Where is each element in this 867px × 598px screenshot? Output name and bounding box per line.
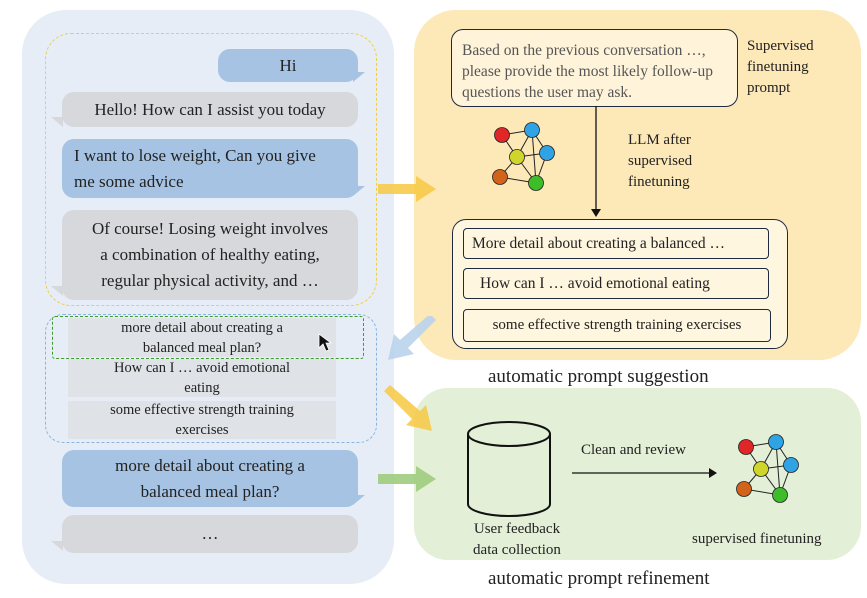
suggestion-line: How can I … avoid emotional [114, 360, 290, 376]
selected-suggestion-highlight [52, 316, 364, 359]
arrow-context-to-suggestion-icon [378, 176, 436, 202]
mouse-cursor-icon [318, 333, 333, 352]
down-arrow-icon [591, 106, 601, 217]
refinement-panel [414, 388, 861, 560]
database-label-line: User feedback [473, 521, 561, 537]
generated-question-item: How can I … avoid emotional eating [463, 268, 769, 299]
llm-label: LLM after supervised finetuning [628, 130, 748, 193]
right-arrow-icon [572, 468, 717, 478]
generated-question-text: How can I … avoid emotional eating [480, 274, 710, 292]
bot-message-advice: Of course! Losing weight involves a comb… [62, 210, 358, 300]
prompt-label-line: prompt [747, 80, 791, 96]
prompt-text-line: please provide the most likely follow-up [462, 63, 713, 80]
bubble-tail [353, 72, 365, 82]
suggestion-line: exercises [175, 422, 229, 438]
user-message-lose-weight: I want to lose weight, Can you give me s… [62, 139, 358, 198]
finetuned-model-graph-icon [736, 434, 799, 503]
llm-graph-icon [492, 122, 555, 191]
bot-message-line: regular physical activity, and … [101, 271, 319, 290]
suggestion-line: balanced meal plan? [142, 339, 262, 356]
database-label: User feedback data collection [452, 519, 582, 561]
bubble-tail [353, 495, 365, 505]
supervised-finetuning-prompt-box [451, 29, 738, 107]
user-message-line: I want to lose weight, Can you give [74, 145, 316, 165]
suggestion-chip-emotional-eating[interactable]: How can I … avoid emotional eating [68, 359, 336, 397]
clean-review-label: Clean and review [581, 442, 686, 458]
suggestion-chip-strength-training[interactable]: some effective strength training exercis… [68, 401, 336, 439]
prompt-label-line: Supervised [747, 38, 814, 54]
prompt-label: Supervised finetuning prompt [747, 36, 847, 99]
generated-question-item: some effective strength training exercis… [463, 309, 771, 342]
prompt-label-line: finetuning [747, 59, 809, 75]
llm-label-line: supervised [628, 153, 693, 169]
generated-question-text: More detail about creating a balanced … [472, 234, 726, 252]
suggestion-line: eating [184, 380, 220, 396]
bubble-tail [51, 286, 63, 296]
user-message-hi: Hi [218, 49, 358, 82]
arrow-suggestion-to-chat-icon [388, 316, 436, 360]
bot-message-line: a combination of healthy eating, [100, 245, 320, 264]
suggestion-line: some effective strength training [110, 402, 294, 418]
bot-message-line: Of course! Losing weight involves [91, 219, 329, 238]
prompt-text-line: questions the user may ask. [462, 84, 633, 101]
suggestion-chip-meal-plan[interactable]: more detail about creating a balanced me… [68, 318, 336, 357]
finetuned-model-label: supervised finetuning [692, 531, 822, 547]
llm-label-line: LLM after [628, 132, 691, 148]
suggestion-line: more detail about creating a [121, 319, 283, 336]
user-message-selected-suggestion: more detail about creating a balanced me… [62, 450, 358, 507]
suggestion-caption: automatic prompt suggestion [488, 366, 709, 387]
bot-message-ellipsis: … [62, 515, 358, 553]
user-message-hi-text: Hi [279, 55, 297, 75]
user-message-line: me some advice [74, 171, 184, 191]
arrow-feedback-to-refinement-icon [378, 466, 436, 492]
bot-message-hello-text: Hello! How can I assist you today [94, 99, 326, 119]
suggestions-group [45, 314, 377, 443]
llm-label-line: finetuning [628, 174, 690, 190]
refinement-caption: automatic prompt refinement [488, 568, 710, 589]
generated-question-text: some effective strength training exercis… [492, 317, 742, 333]
database-label-line: data collection [473, 542, 561, 558]
conversation-context-group [45, 33, 377, 306]
generated-question-item: More detail about creating a balanced … [463, 228, 769, 259]
bot-message-ellipsis-text: … [201, 524, 219, 543]
arrow-suggestions-to-refinement-icon [384, 385, 432, 431]
prompt-text-line: Based on the previous conversation …, [462, 42, 706, 59]
bubble-tail [51, 117, 63, 127]
bubble-tail [353, 186, 365, 196]
user-message-line: more detail about creating a [115, 455, 305, 475]
prompt-text: Based on the previous conversation …, pl… [462, 40, 732, 103]
user-message-line: balanced meal plan? [140, 481, 280, 501]
bot-message-hello: Hello! How can I assist you today [62, 92, 358, 127]
bubble-tail [51, 541, 63, 551]
database-icon [467, 421, 551, 517]
